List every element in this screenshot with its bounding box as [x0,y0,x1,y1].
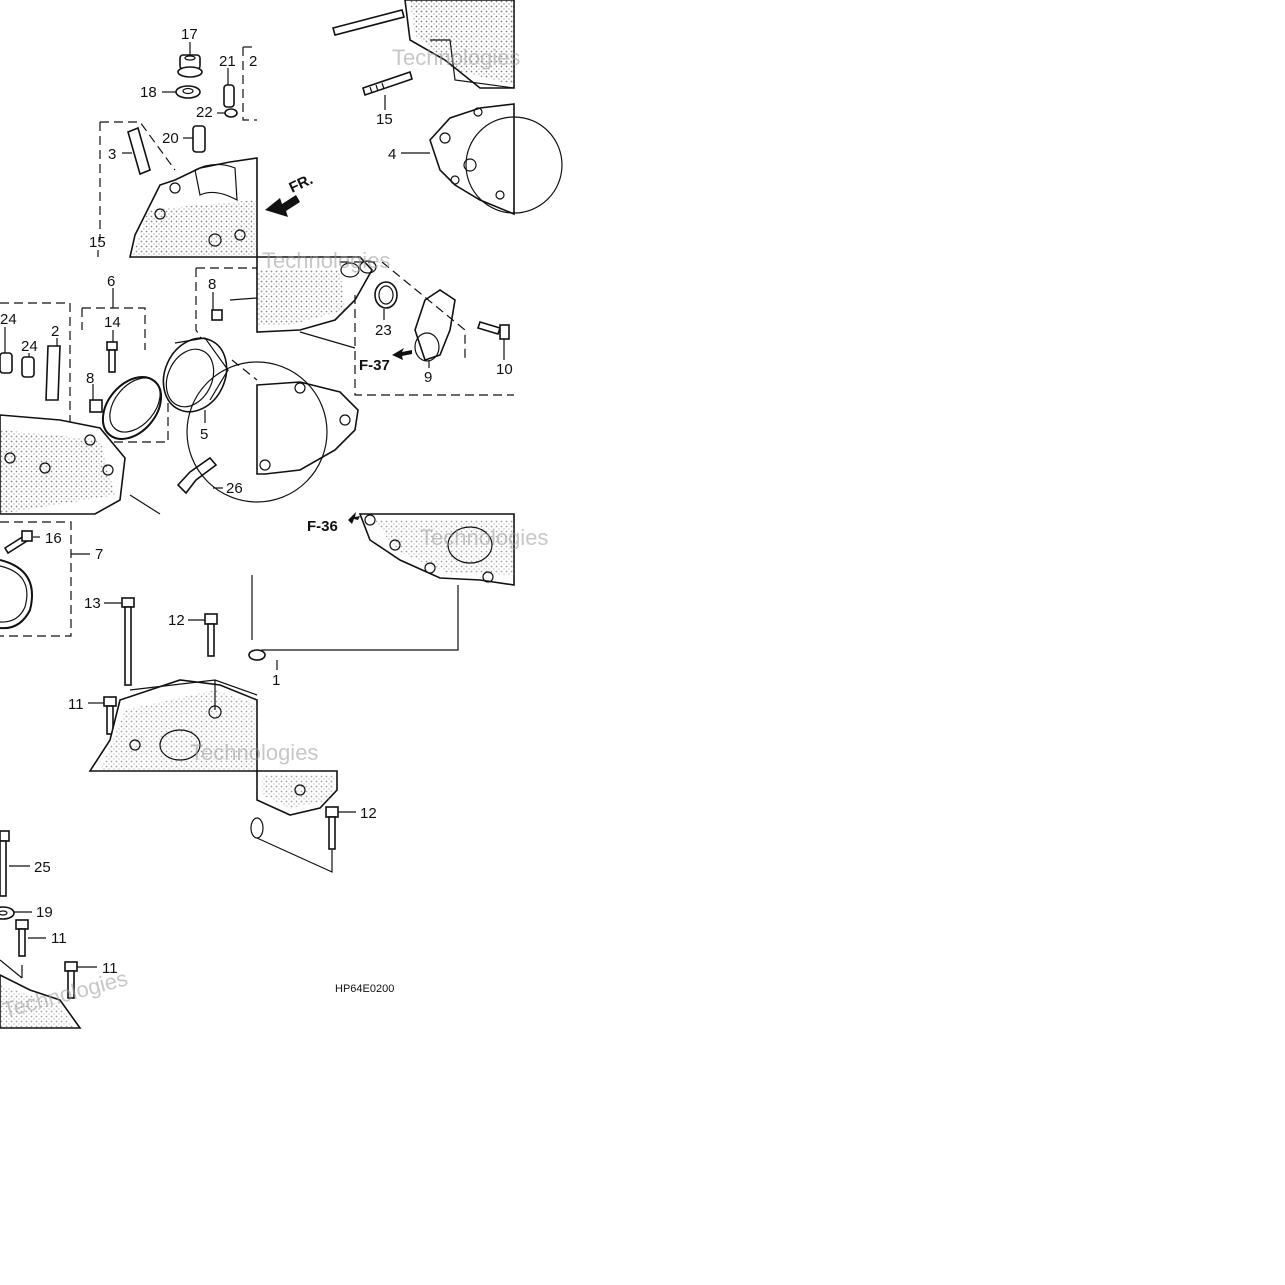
reference-f37: F-37 [359,357,390,374]
callout-24-right: 24 [21,338,38,355]
diagram-code: HP64E0200 [335,983,394,995]
watermark: Technologies [420,525,548,550]
callout-3: 3 [108,146,116,163]
callout-24-left: 24 [0,311,17,328]
callout-11-upper: 11 [68,696,84,713]
callout-4: 4 [388,146,396,163]
callout-11-middle: 11 [51,930,67,947]
watermark: Technologies [392,45,520,70]
bolt-part [103,696,117,735]
tile-lower-bolts: Technologies 25 19 11 11 [0,830,130,1029]
front-direction-arrow: FR. [265,171,316,217]
bolt-part [3,530,33,555]
tile-cylinder-gasket: Technologies FR. 15 4 [265,0,563,217]
callout-16: 16 [45,530,62,547]
callout-8-right: 8 [208,276,216,293]
callout-6: 6 [107,273,115,290]
washer-part [175,85,201,99]
callout-25: 25 [34,859,51,876]
flange-nut-part [177,54,203,78]
guide-pipe-part [127,126,151,176]
bolt-part [15,919,29,957]
nut-part [89,399,103,413]
callout-11-lower: 11 [102,960,118,977]
insulator-joint-part [162,337,229,413]
reference-f36: F-36 [307,518,338,535]
dowel-pin-part [223,84,235,108]
callout-23: 23 [375,322,392,339]
tile-head-bolts: Technologies 16 7 13 12 11 [0,521,318,772]
watermark: Technologies [262,248,390,273]
watermark: Technologies [190,740,318,765]
tile-intake-joint: 6 24 24 2 14 8 8 5 26 [0,267,258,515]
callout-5: 5 [200,426,208,443]
callout-21: 21 [219,53,236,70]
tile-cylinder-head-assy: Technologies F-36 1 [248,512,548,689]
long-bolt-part [0,830,10,897]
callout-12-upper: 12 [168,612,185,629]
callout-22: 22 [196,104,213,121]
bolt-part [325,806,339,850]
callout-15-right: 15 [376,111,393,128]
dowel-pin-part [192,125,206,153]
long-bolt-part [121,597,135,686]
bolt-part [476,321,510,340]
callout-15-left: 15 [89,234,106,251]
callout-18: 18 [140,84,157,101]
callout-14: 14 [104,314,121,331]
nut-part [211,309,223,321]
front-arrow-label: FR. [287,171,316,197]
callout-10: 10 [496,361,513,378]
water-outlet-part [414,289,456,362]
guide-pipe-part [45,345,61,401]
callout-13: 13 [84,595,101,612]
small-washer-part [224,108,238,118]
spark-plug-part [176,456,218,495]
bolt-part [106,341,118,373]
callout-8-left: 8 [86,370,94,387]
tile-water-outlet: Technologies 23 F-37 9 10 [186,248,514,503]
callout-12-lower: 12 [360,805,377,822]
callout-20: 20 [162,130,179,147]
callout-7: 7 [95,546,103,563]
callout-2: 2 [51,323,59,340]
callout-1: 1 [272,672,280,689]
stud-bolt-part [362,70,413,97]
callout-17: 17 [181,26,198,43]
tile-cylinder-head-top: 17 18 21 2 22 20 3 15 [89,26,258,258]
stud-bolt-part [332,9,405,36]
callout-9: 9 [424,369,432,386]
dowel-pin-part [0,352,13,374]
dowel-pin-part [21,356,35,378]
callout-19: 19 [36,904,53,921]
callout-2-top: 2 [249,53,257,70]
tile-footer: 12 HP64E0200 [250,770,394,995]
callout-26: 26 [226,480,243,497]
bolt-part [204,613,218,657]
